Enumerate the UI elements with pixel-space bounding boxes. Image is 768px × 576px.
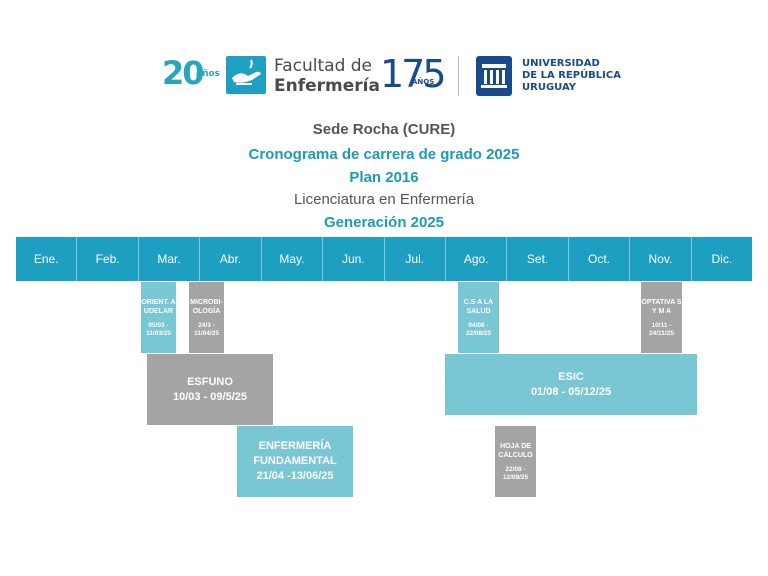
month-jul: Jul. bbox=[385, 237, 446, 281]
course-name: ORIENT. A UDELAR bbox=[141, 298, 176, 315]
facultad-logo-text: Facultad de Enfermería bbox=[274, 56, 380, 96]
month-abr: Abr. bbox=[200, 237, 262, 281]
logo-175-suffix: AÑOS bbox=[412, 78, 435, 86]
licenciatura-title: Licenciatura en Enfermería bbox=[293, 191, 475, 208]
month-dic: Dic. bbox=[711, 252, 733, 266]
course-hoja-calculo: HOJA DE CÁLCULO 22/08 - 12/09/25 bbox=[495, 426, 536, 497]
course-name: ESFUNO bbox=[187, 375, 233, 388]
month-ene: Ene. bbox=[16, 237, 78, 281]
course-dates: 21/04 -13/06/25 bbox=[256, 470, 334, 482]
logo-175-number: 175 bbox=[380, 52, 447, 96]
month-mar: Mar. bbox=[139, 237, 201, 281]
course-name: OPTATIVA S Y M A bbox=[641, 298, 682, 315]
course-dates: 04/08 - 22/08/25 bbox=[465, 321, 492, 337]
course-dates: 05/03 - 11/03/25 bbox=[146, 321, 171, 337]
logo-20-suffix: años bbox=[196, 69, 221, 79]
months-bar: Ene. Feb. Mar. Abr. May. Jun. Jul. Ago. … bbox=[16, 237, 752, 281]
udelar-line1: UNIVERSIDAD bbox=[522, 58, 600, 69]
month-feb: Feb. bbox=[77, 237, 139, 281]
month-ago: Ago. bbox=[446, 237, 508, 281]
generacion-title: Generación 2025 bbox=[323, 214, 445, 231]
udelar-line2: DE LA REPÚBLICA bbox=[522, 70, 621, 81]
udelar-shield-icon bbox=[476, 56, 512, 96]
month-nov: Nov. bbox=[630, 237, 692, 281]
lamp-icon bbox=[226, 56, 266, 94]
sede-title: Sede Rocha (CURE) bbox=[312, 121, 456, 138]
course-dates: 24/3 - 11/04/25 bbox=[194, 321, 219, 337]
header-divider bbox=[458, 56, 459, 96]
course-name: MICROBI-OLOGÍA bbox=[190, 298, 223, 315]
month-oct: Oct. bbox=[569, 237, 631, 281]
course-name: HOJA DE CÁLCULO bbox=[498, 442, 533, 459]
course-name: ENFERMERÍA FUNDAMENTAL bbox=[253, 440, 337, 467]
course-esfuno: ESFUNO 10/03 - 09/5/25 bbox=[147, 354, 273, 425]
facultad-line2: Enfermería bbox=[274, 76, 380, 96]
month-set: Set. bbox=[507, 237, 569, 281]
udelar-logo-text: UNIVERSIDAD DE LA REPÚBLICA URUGUAY bbox=[522, 58, 621, 94]
month-jun: Jun. bbox=[323, 237, 385, 281]
udelar-line3: URUGUAY bbox=[522, 82, 576, 93]
course-cs-salud: C.S A LA SALUD 04/08 - 22/08/25 bbox=[458, 282, 499, 353]
course-dates: 10/03 - 09/5/25 bbox=[172, 390, 247, 403]
logo-20-number: 20 bbox=[162, 54, 205, 92]
course-esic: ESIC 01/08 - 05/12/25 bbox=[445, 354, 697, 415]
cronograma-title: Cronograma de carrera de grado 2025 bbox=[248, 146, 520, 163]
course-dates: 22/08 - 12/09/25 bbox=[502, 465, 529, 481]
course-optativa: OPTATIVA S Y M A 10/11 - 24/11/25 bbox=[641, 282, 682, 353]
plan-title: Plan 2016 bbox=[349, 169, 419, 186]
course-dates: 01/08 - 05/12/25 bbox=[530, 385, 612, 398]
logo-175-anos: 175 AÑOS bbox=[380, 52, 447, 98]
course-enfermeria-fundamental: ENFERMERÍA FUNDAMENTAL 21/04 -13/06/25 bbox=[237, 426, 353, 497]
month-may: May. bbox=[262, 237, 324, 281]
course-microbiologia: MICROBI-OLOGÍA 24/3 - 11/04/25 bbox=[189, 282, 224, 353]
course-name: ESIC bbox=[558, 370, 584, 383]
facultad-line1: Facultad de bbox=[274, 56, 373, 76]
logo-20-anos: 20 años bbox=[162, 54, 222, 94]
course-dates: 10/11 - 24/11/25 bbox=[649, 321, 674, 337]
course-orient-udelar: ORIENT. A UDELAR 05/03 - 11/03/25 bbox=[141, 282, 176, 353]
course-name: C.S A LA SALUD bbox=[463, 298, 494, 315]
